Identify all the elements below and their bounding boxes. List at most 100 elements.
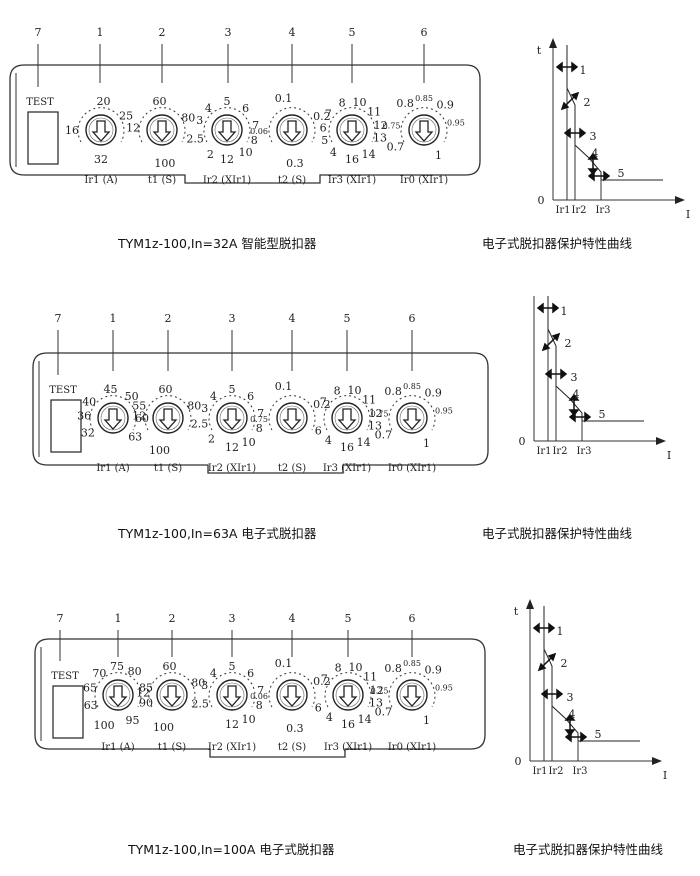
panel-caption: TYM1z-100,In=100A 电子式脱扣器 — [128, 842, 335, 857]
dial-t2: 0.10.20.060.3 — [250, 92, 331, 170]
dial-name-label: t1 (S) — [154, 463, 182, 474]
dial-scale-label: 16 — [341, 718, 355, 731]
x-tick-label: Ir2 — [571, 205, 586, 216]
dial-ring — [399, 405, 425, 431]
dial-name-label: t1 (S) — [148, 175, 176, 186]
x-tick-label: Ir1 — [555, 205, 570, 216]
dial-scale-label: 0.95 — [435, 407, 453, 416]
dial-scale-label: 40 — [82, 395, 96, 408]
test-button — [52, 685, 84, 739]
dial-ring — [88, 117, 114, 143]
dial-ring — [149, 117, 175, 143]
test-label: TEST — [26, 97, 54, 108]
x-tick-label: Ir2 — [552, 446, 567, 457]
dial-scale-label: 4 — [326, 711, 333, 724]
region-label: 5 — [595, 728, 602, 741]
region-label: 1 — [557, 625, 564, 638]
dial-scale-label: 6 — [247, 667, 254, 680]
leader-2: 1 — [110, 312, 117, 371]
dial-scale-label: 5 — [229, 383, 236, 396]
leader-number: 2 — [165, 312, 172, 325]
dial-scale-label: 4 — [205, 102, 212, 115]
leader-4: 3 — [229, 612, 236, 657]
dial-name-label: Ir3 (XIr1) — [324, 742, 372, 753]
dial-scale-label: 3 — [201, 679, 208, 692]
dial-scale-label: 8 — [256, 422, 263, 435]
leader-number: 5 — [345, 612, 352, 625]
dial-scale-label: 13 — [368, 420, 382, 433]
origin-label: 0 — [519, 435, 526, 448]
dial-scale-label: 63 — [128, 431, 142, 444]
dial-scale-label: 2 — [208, 433, 215, 446]
leader-number: 4 — [289, 612, 296, 625]
dial-scale-label: 25 — [119, 110, 133, 123]
dial-name-label: Ir2 (XIr1) — [203, 175, 251, 186]
dial-scale-label: 45 — [104, 383, 118, 396]
leader-number: 2 — [169, 612, 176, 625]
leader-number: 1 — [110, 312, 117, 325]
region-label: 1 — [580, 64, 587, 77]
test-label: TEST — [49, 385, 77, 396]
dial-scale-label: 13 — [373, 132, 387, 145]
dial-scale-label: 10 — [353, 96, 367, 109]
dial-name-label: t2 (S) — [278, 463, 306, 474]
dial-scale-label: 12 — [126, 122, 140, 135]
dial-scale-label: 12 — [132, 410, 146, 423]
leader-3: 2 — [165, 312, 172, 371]
origin-label: 0 — [538, 194, 545, 207]
arrow-down-icon — [282, 120, 302, 142]
curve-caption: 电子式脱扣器保护特性曲线 — [513, 842, 664, 857]
leader-3: 2 — [169, 612, 176, 657]
dial-scale-label: 12 — [220, 153, 234, 166]
dial-scale-label: 14 — [357, 436, 371, 449]
dial-scale-label: 2 — [207, 148, 214, 161]
dial-scale-label: 5 — [321, 134, 328, 147]
dial-scale-label: 7 — [320, 395, 327, 408]
curve-line — [566, 45, 663, 181]
dial-scale-label: 0.7 — [375, 706, 393, 719]
arrow-down-icon — [103, 408, 123, 430]
dial-scale-label: 0.1 — [275, 92, 293, 105]
curve-line — [543, 606, 640, 742]
dial-scale-label: 16 — [65, 124, 79, 137]
y-axis-arrow-icon — [549, 38, 557, 48]
dial-name-label: Ir1 (A) — [96, 463, 129, 474]
dial-scale-label: 4 — [210, 667, 217, 680]
leader-number: 6 — [409, 312, 416, 325]
dial-ring — [214, 117, 240, 143]
leader-7: 6 — [421, 26, 428, 83]
dial-scale-label: 2.5 — [191, 418, 209, 431]
dial-scale-label: 20 — [97, 95, 111, 108]
dial-scale-label: 7 — [252, 119, 259, 132]
arrow-down-icon — [338, 685, 358, 707]
dial-ring — [155, 405, 181, 431]
dial-scale-label: 16 — [340, 441, 354, 454]
dial-scale-label: 6 — [247, 390, 254, 403]
leader-number: 3 — [229, 612, 236, 625]
arrow-down-icon — [217, 120, 237, 142]
dial-t2: 0.10.20.756 — [250, 380, 331, 437]
dial-scale-label: 0.75 — [371, 686, 389, 695]
dial-name-label: Ir3 (XIr1) — [323, 463, 371, 474]
dial-scale-label: 5 — [224, 95, 231, 108]
dial-scale-label: 1 — [423, 437, 430, 450]
dial-scale-label: 6 — [315, 424, 322, 437]
leader-6: 5 — [345, 612, 352, 657]
leader-number: 5 — [344, 312, 351, 325]
dial-ring — [279, 682, 305, 708]
dial-scale-label: 0.7 — [387, 141, 405, 154]
dial-name-label: Ir1 (A) — [101, 742, 134, 753]
panel-caption: TYM1z-100,In=32A 智能型脱扣器 — [118, 236, 317, 251]
dial-name-label: Ir0 (XIr1) — [388, 463, 436, 474]
leader-number: 7 — [57, 612, 64, 625]
x-axis-label: I — [686, 208, 690, 221]
adjust-arrow-icon — [587, 170, 611, 182]
arrow-down-icon — [342, 120, 362, 142]
dial-scale-label: 2.5 — [186, 133, 204, 146]
region-label: 5 — [618, 167, 625, 180]
